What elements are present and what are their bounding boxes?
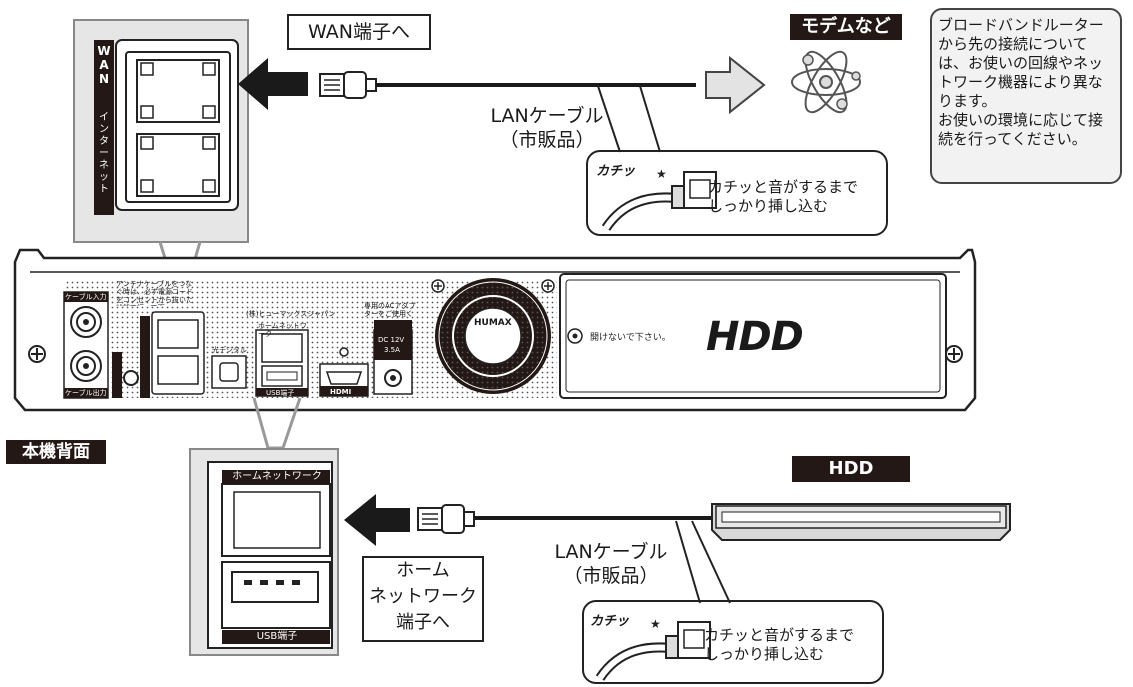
wan-port-label: WAN端子へ (287, 14, 431, 50)
note-line: から先の接続について (938, 35, 1088, 53)
wan-zoom-panel (73, 19, 249, 302)
hdmi-label: HDMI (330, 388, 352, 396)
click-instruction-line: カチッと音がするまで (704, 626, 855, 644)
click-sound-top: カチッ (596, 164, 636, 179)
home-network-insert-arrow (344, 494, 410, 546)
home-network-destination-label: ホーム ネットワーク 端子へ (362, 556, 484, 642)
note-line: 続を行ってください。 (938, 130, 1087, 148)
lan-cable-label-top: LANケーブル （市販品） (472, 104, 622, 152)
click-sound-bottom: カチッ (590, 614, 630, 629)
lan-cable-text: LANケーブル (490, 105, 604, 127)
zoom-home-network-label: ホームネットワーク (232, 471, 322, 482)
click-illustration-bottom: ★ (595, 617, 711, 681)
antenna-warning: アンテナケーブルをつなぐ時は、必ず電源コードをコンセントから抜いた状態で行って下 (116, 280, 193, 306)
do-not-open-text: 開けないで下さい。 (590, 333, 671, 343)
note-line: ります。 (938, 92, 997, 110)
zoom-usb-label: USB端子 (256, 631, 298, 642)
click-illustration-top: ★ (601, 167, 717, 231)
svg-text:★: ★ (656, 167, 667, 181)
click-instruction-line: しっかり挿し込む (704, 645, 825, 663)
dc-label: DC 12V (378, 336, 405, 344)
destination-line: ホーム (396, 560, 450, 581)
company-label: (株)ヒューマックスジャパン (246, 310, 336, 318)
callout-pointer-top (597, 85, 621, 153)
rear-panel-label: 本機背面 (6, 440, 106, 464)
click-instruction-line: しっかり挿し込む (708, 197, 829, 215)
lan-cable-commercial-text: （市販品） (499, 129, 595, 151)
zoom-internet-text: インターネット (99, 112, 109, 195)
cable-out-label: ケーブル出力 (65, 389, 107, 397)
humax-logo: HUMAX (474, 318, 512, 328)
click-instruction-top: カチッと音がするまで しっかり挿し込む (708, 178, 858, 216)
device-rear-panel (13, 248, 977, 412)
destination-line: ネットワーク (369, 586, 477, 607)
cable-in-label: ケーブル入力 (65, 293, 107, 301)
hdd-logo: HDD (706, 314, 804, 360)
click-callout-top (586, 150, 888, 236)
lan-cable-label-bottom: LANケーブル （市販品） (536, 540, 686, 588)
svg-text:★: ★ (650, 617, 661, 631)
wan-insert-arrow (238, 58, 308, 110)
lan-cable-commercial-text: （市販品） (563, 565, 659, 587)
note-line: トワーク機器により異な (938, 73, 1103, 91)
dc-current-label: 3.5A (384, 346, 400, 354)
home-network-zoom-panel (189, 397, 339, 656)
click-instruction-line: カチッと音がするまで (708, 178, 859, 196)
network-note-box: ブロードバンドルーター から先の接続について は、お使いの回線やネッ トワーク機… (930, 8, 1122, 184)
destination-line: 端子へ (396, 612, 450, 633)
click-instruction-bottom: カチッと音がするまで しっかり挿し込む (704, 626, 854, 664)
adapter-note: 専用のACアダプターをご使用ください。 (364, 302, 416, 318)
modem-arrow (705, 55, 766, 115)
modem-icon (791, 50, 861, 114)
hdd-label: HDD (792, 456, 910, 482)
external-hdd-icon (711, 503, 1011, 541)
note-line: は、お使いの回線やネッ (938, 54, 1104, 72)
lan-plug-bottom (417, 504, 475, 534)
optical-label: 光デジタル (212, 346, 247, 354)
click-callout-bottom (582, 600, 884, 684)
note-line: お使いの環境に応じて接 (938, 111, 1104, 129)
home-network-small-label: ホームネットワーク (258, 322, 307, 338)
lan-plug-top (319, 71, 377, 99)
zoom-wan-text: WAN (97, 44, 111, 86)
usb-small-label: USB端子 (266, 389, 295, 397)
modem-label: モデムなど (790, 14, 902, 40)
note-line: ブロードバンドルーター (938, 16, 1104, 34)
lan-cable-text: LANケーブル (554, 541, 668, 563)
